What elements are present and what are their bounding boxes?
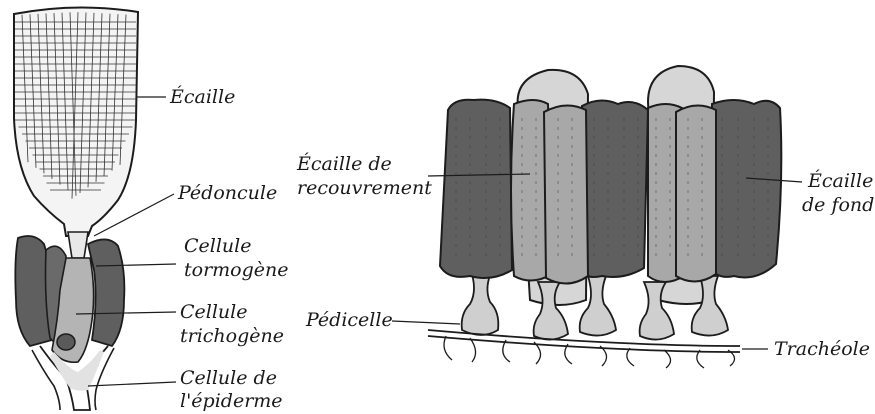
ground-scale-3 (710, 100, 781, 278)
label-epidermis-2: l'épiderme (180, 390, 283, 412)
cover-scale-4 (676, 105, 716, 281)
scale-rows-figure: Écaille de recouvrement Écaille de fond … (296, 66, 874, 368)
single-scale-figure: Écaille Pédoncule Cellule tormogène Cell… (14, 7, 289, 412)
label-tormogen-2: tormogène (184, 259, 289, 281)
label-pedicel: Pédicelle (305, 309, 393, 331)
label-trichogen-1: Cellule (180, 301, 248, 323)
trichogen-nucleus (57, 334, 75, 350)
label-trichogen-2: trichogène (180, 325, 284, 347)
label-tracheole: Trachéole (774, 338, 870, 360)
scale-body (14, 7, 138, 236)
label-cover-scale-2: recouvrement (297, 177, 432, 199)
ground-scales (440, 100, 781, 278)
label-pedoncule: Pédoncule (177, 182, 277, 204)
label-ground-scale-2: de fond (802, 194, 874, 216)
label-cover-scale-1: Écaille de (296, 152, 392, 175)
cover-scale-2 (544, 105, 588, 283)
label-ground-scale-1: Écaille (807, 169, 873, 192)
ground-scale-1 (440, 100, 512, 278)
label-epidermis-1: Cellule de (180, 367, 277, 389)
label-ecaille: Écaille (169, 85, 235, 108)
label-tormogen-1: Cellule (184, 235, 252, 257)
peduncle (68, 232, 88, 258)
